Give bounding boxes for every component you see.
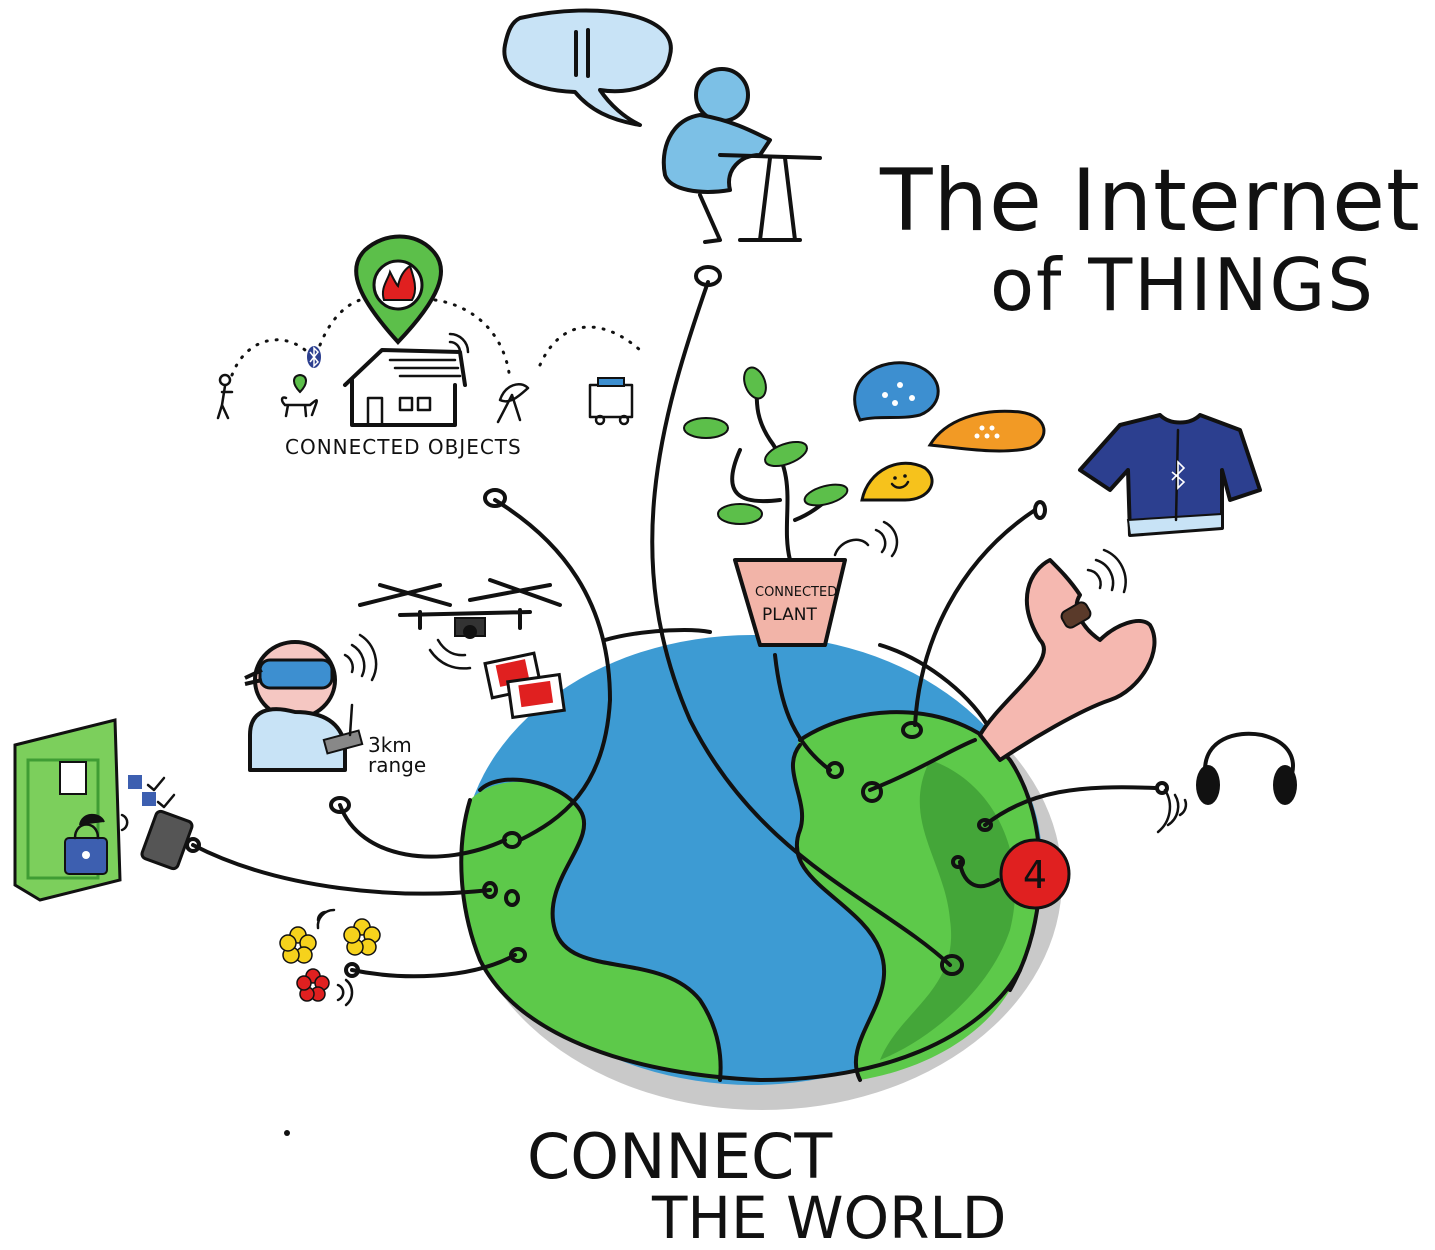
- house-icon: [343, 348, 467, 427]
- caption: CONNECT THE WORLD: [527, 1120, 1006, 1250]
- drone-range-line-1: 3km: [368, 733, 412, 757]
- rain-bubble-icon: [853, 361, 940, 422]
- notification-badge-icon: 4: [999, 838, 1071, 910]
- caption-line-1: CONNECT: [527, 1120, 833, 1193]
- plant-label-line-2: PLANT: [762, 605, 817, 625]
- connected-objects-group: CONNECTED OBJECTS: [216, 234, 642, 459]
- video-cards-icon: [483, 651, 566, 720]
- jacket-icon: [1078, 413, 1262, 537]
- location-pin-icon: [354, 234, 443, 345]
- person-at-desk-icon: [661, 67, 822, 244]
- truck-icon: [588, 377, 634, 426]
- dots-bubble-icon: [927, 409, 1046, 453]
- title-line-1: The Internet: [879, 151, 1421, 251]
- title-line-2: of THINGS: [990, 243, 1375, 327]
- caption-line-2: THE WORLD: [651, 1184, 1006, 1250]
- notification-count: 4: [1023, 853, 1047, 897]
- location-pin-small-icon: [293, 373, 307, 394]
- drone-range-line-2: range: [368, 753, 426, 777]
- vr-goggles-icon: 3km range: [244, 633, 426, 777]
- phone-icon: [140, 809, 194, 871]
- bluetooth-icon: [307, 346, 321, 368]
- plant-icon: CONNECTED PLANT: [683, 366, 899, 647]
- connection-lines: [185, 265, 1169, 979]
- main-title: The Internet of THINGS: [879, 151, 1421, 327]
- dog-icon: [280, 396, 318, 418]
- fire-icon: [381, 264, 417, 301]
- ink-dot: [284, 1130, 290, 1136]
- hand-wearable-icon: [978, 548, 1157, 762]
- smart-lock-door-icon: [13, 718, 176, 902]
- wifi-signal-icon: [448, 332, 470, 354]
- flowers-icon: [279, 908, 381, 1007]
- globe-icon: [459, 628, 1062, 1110]
- smiley-bubble-icon: [860, 461, 934, 502]
- plant-label-line-1: CONNECTED: [755, 585, 837, 600]
- drone-icon: [358, 578, 562, 670]
- walker-icon: [216, 373, 234, 420]
- satellite-dish-icon: [496, 383, 530, 424]
- headphones-icon: [1156, 731, 1297, 834]
- speech-bubble-icon: [502, 8, 673, 127]
- connected-objects-label: CONNECTED OBJECTS: [285, 435, 522, 459]
